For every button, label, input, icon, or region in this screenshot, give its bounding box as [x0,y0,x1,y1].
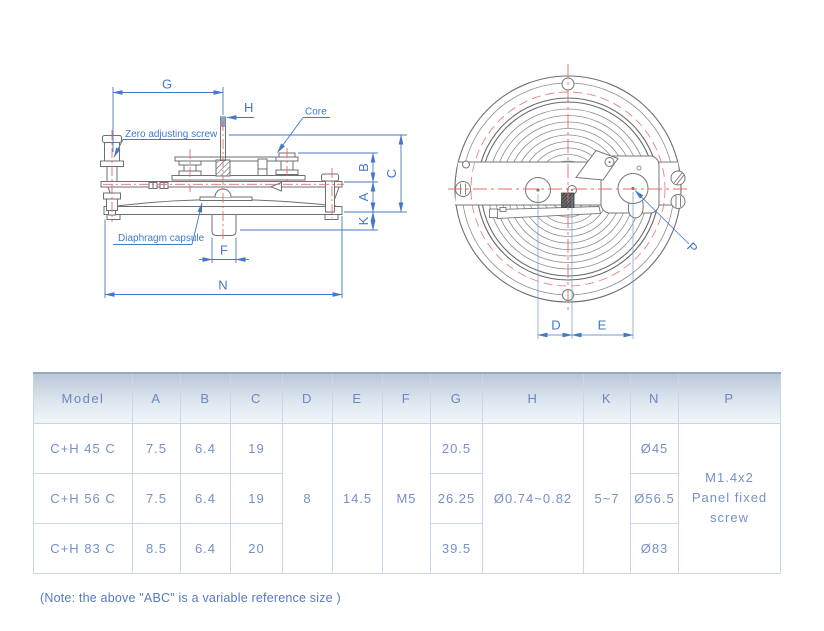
front-view-centerlines [448,64,688,314]
dim-label-e: E [598,318,607,333]
column-header-f: F [382,372,431,424]
table-row: C+H 83 C 8.5 6.4 20 39.5 Ø83 [33,522,781,574]
column-header-k: K [583,372,631,424]
cell-a: 8.5 [132,522,181,574]
table-header-row: Model A B C D E F G H K N P [33,372,781,424]
dim-label-d: D [551,318,560,333]
annotation-zero-adjusting-screw: Zero adjusting screw [125,129,218,140]
column-header-d: D [282,372,333,424]
cell-h-merged: Ø0.74~0.82 [482,422,584,574]
annotation-core: Core [305,107,327,118]
bottom-boss [211,214,237,236]
column-header-b: B [180,372,231,424]
table-row: C+H 45 C 7.5 6.4 19 8 14.5 M5 20.5 Ø0.74… [33,422,781,574]
cell-g: 20.5 [430,422,483,474]
cell-d-merged: 8 [282,422,333,574]
cell-g: 26.25 [430,472,483,524]
column-header-e: E [332,372,383,424]
technical-drawings: G H Core Zero adjusting screw Diaphragm … [100,64,701,339]
dim-label-h: H [244,100,253,115]
cell-a: 7.5 [132,422,181,474]
footnote: (Note: the above "ABC" is a variable ref… [40,591,341,605]
spec-table: Model A B C D E F G H K N P C+H 45 C 7.5… [33,372,781,574]
cell-b: 6.4 [180,472,231,524]
dim-label-a: A [356,192,371,201]
column-header-a: A [132,372,181,424]
p-line-1: M1.4x2 [705,469,754,485]
cell-n: Ø45 [630,422,679,474]
cell-c: 19 [230,472,283,524]
side-view-centerlines [103,121,344,241]
cell-g: 39.5 [430,522,483,574]
cell-c: 19 [230,422,283,474]
front-view-drawing: D E P [448,64,701,339]
cell-model: C+H 45 C [33,422,133,474]
flange-holes [455,77,686,301]
dim-label-f: F [220,243,228,258]
dim-label-b: B [356,163,371,172]
cell-f-merged: M5 [382,422,431,574]
cell-model: C+H 56 C [33,472,133,524]
column-header-p: P [678,372,781,424]
cell-b: 6.4 [180,422,231,474]
cell-p-merged: M1.4x2 Panel fixed screw [678,422,781,574]
cell-b: 6.4 [180,522,231,574]
column-header-model: Model [33,372,133,424]
cell-c: 20 [230,522,283,574]
right-foot [324,214,339,220]
column-header-c: C [230,372,283,424]
column-header-h: H [482,372,584,424]
table-row: C+H 56 C 7.5 6.4 19 26.25 Ø56.5 [33,472,781,524]
column-header-n: N [630,372,679,424]
p-line-3: screw [710,510,749,526]
cell-a: 7.5 [132,472,181,524]
side-view-drawing: G H Core Zero adjusting screw Diaphragm … [100,77,407,298]
cell-n: Ø83 [630,522,679,574]
cell-n: Ø56.5 [630,472,679,524]
dim-label-c: C [384,169,399,178]
dim-label-n: N [218,278,227,293]
dim-label-k: K [356,216,371,225]
p-line-2: Panel fixed [691,489,768,505]
side-view-dimensions [104,87,407,298]
column-header-g: G [430,372,483,424]
cell-e-merged: 14.5 [332,422,383,574]
dim-label-g: G [162,77,172,92]
cell-model: C+H 83 C [33,522,133,574]
capsule-plate [199,196,253,201]
front-view-dimensions [537,190,690,339]
right-post-part [321,173,339,213]
annotation-diaphragm-capsule: Diaphragm capsule [118,233,205,244]
cell-k-merged: 5~7 [583,422,631,574]
